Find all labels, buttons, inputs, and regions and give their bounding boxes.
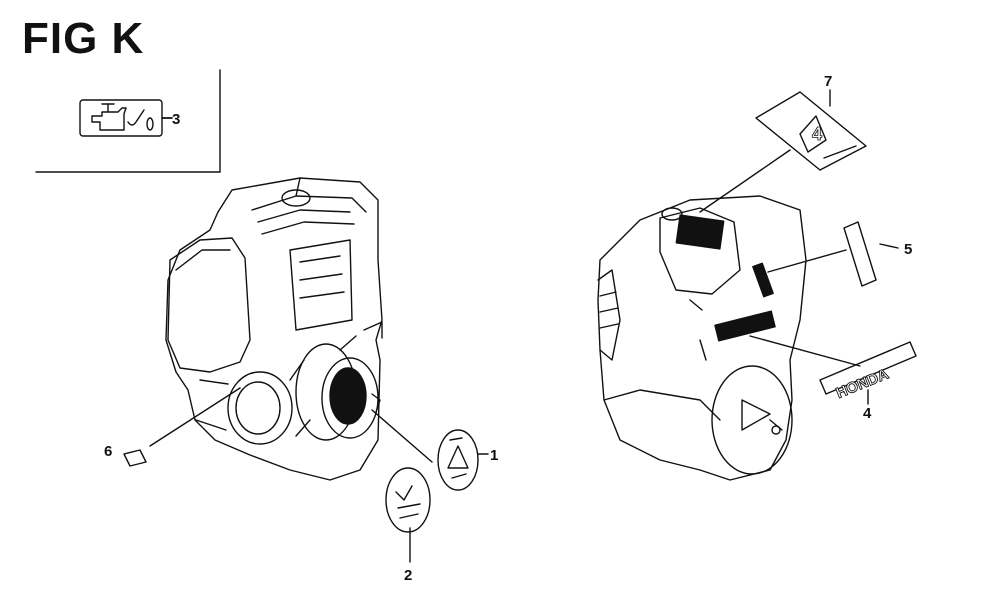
callout-3: 3 (172, 111, 180, 128)
callout-6: 6 (104, 443, 112, 460)
oil-label-decal (80, 100, 172, 136)
leader-lines-left (150, 118, 488, 562)
decal-part-5 (844, 222, 876, 286)
callout-4: 4 (863, 405, 872, 422)
decal-part-1 (438, 430, 478, 490)
callout-numbers: 1 2 3 4 5 6 7 (104, 73, 912, 584)
callout-2: 2 (404, 567, 412, 584)
badge-text: 4 (812, 124, 822, 144)
callout-7: 7 (824, 73, 832, 90)
figure-title: FIG K (22, 14, 145, 63)
decal-part-6 (124, 450, 146, 466)
inset-frame (36, 70, 220, 172)
callout-5: 5 (904, 241, 912, 258)
callout-1: 1 (490, 447, 498, 464)
decal-part-7: 4 (756, 92, 866, 170)
decal-part-2 (386, 468, 430, 532)
leader-lines-right (700, 90, 898, 404)
engine-left (166, 178, 382, 480)
engine-right (598, 196, 806, 480)
